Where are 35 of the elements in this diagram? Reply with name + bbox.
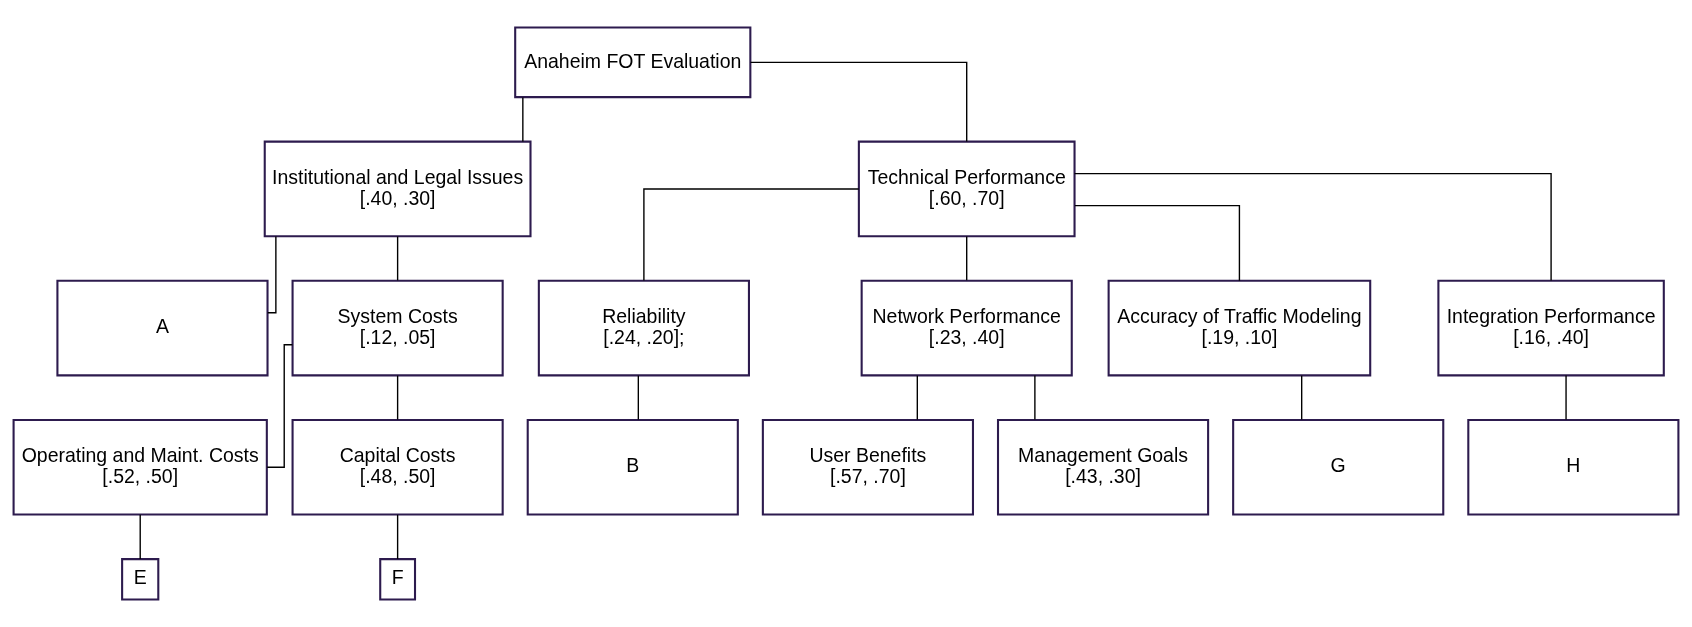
node-box: Integration Performance [.16, .40] (1437, 279, 1665, 377)
node-box: Management Goals [.43, .30] (996, 418, 1210, 516)
connector (266, 344, 294, 468)
connector (267, 235, 277, 314)
node-box: B (526, 418, 739, 516)
node-box: Accuracy of Traffic Modeling [.19, .10] (1107, 279, 1372, 377)
node-box: Capital Costs [.48, .50] (291, 418, 504, 516)
connector (522, 96, 524, 143)
connector (1074, 204, 1241, 282)
connector (1034, 374, 1036, 421)
connector (966, 235, 968, 282)
node-box: G (1232, 418, 1445, 516)
node-box: User Benefits [.57, .70] (761, 418, 974, 516)
node-box: Technical Performance [.60, .70] (857, 140, 1076, 238)
connector (1301, 374, 1303, 421)
connector (749, 61, 968, 143)
node-box: A (56, 279, 269, 377)
node-box: Anaheim FOT Evaluation (514, 26, 752, 99)
node-box: System Costs [.12, .05] (291, 279, 504, 377)
connector (637, 374, 640, 421)
connector (916, 374, 918, 421)
node-box: Operating and Maint. Costs [.52, .50] (12, 418, 268, 516)
connector (1565, 374, 1567, 421)
node-box: H (1467, 418, 1680, 516)
connector (1073, 172, 1552, 282)
connector (643, 188, 860, 282)
node-box: F (379, 558, 417, 601)
node-box: Network Performance [.23, .40] (860, 279, 1073, 377)
node-box: Institutional and Legal Issues [.40, .30] (263, 140, 532, 238)
node-box: E (121, 558, 160, 601)
connector (139, 514, 141, 560)
connector (396, 514, 399, 560)
connector (396, 374, 399, 421)
connector (396, 235, 399, 282)
node-box: Reliability [.24, .20]; (537, 279, 750, 377)
